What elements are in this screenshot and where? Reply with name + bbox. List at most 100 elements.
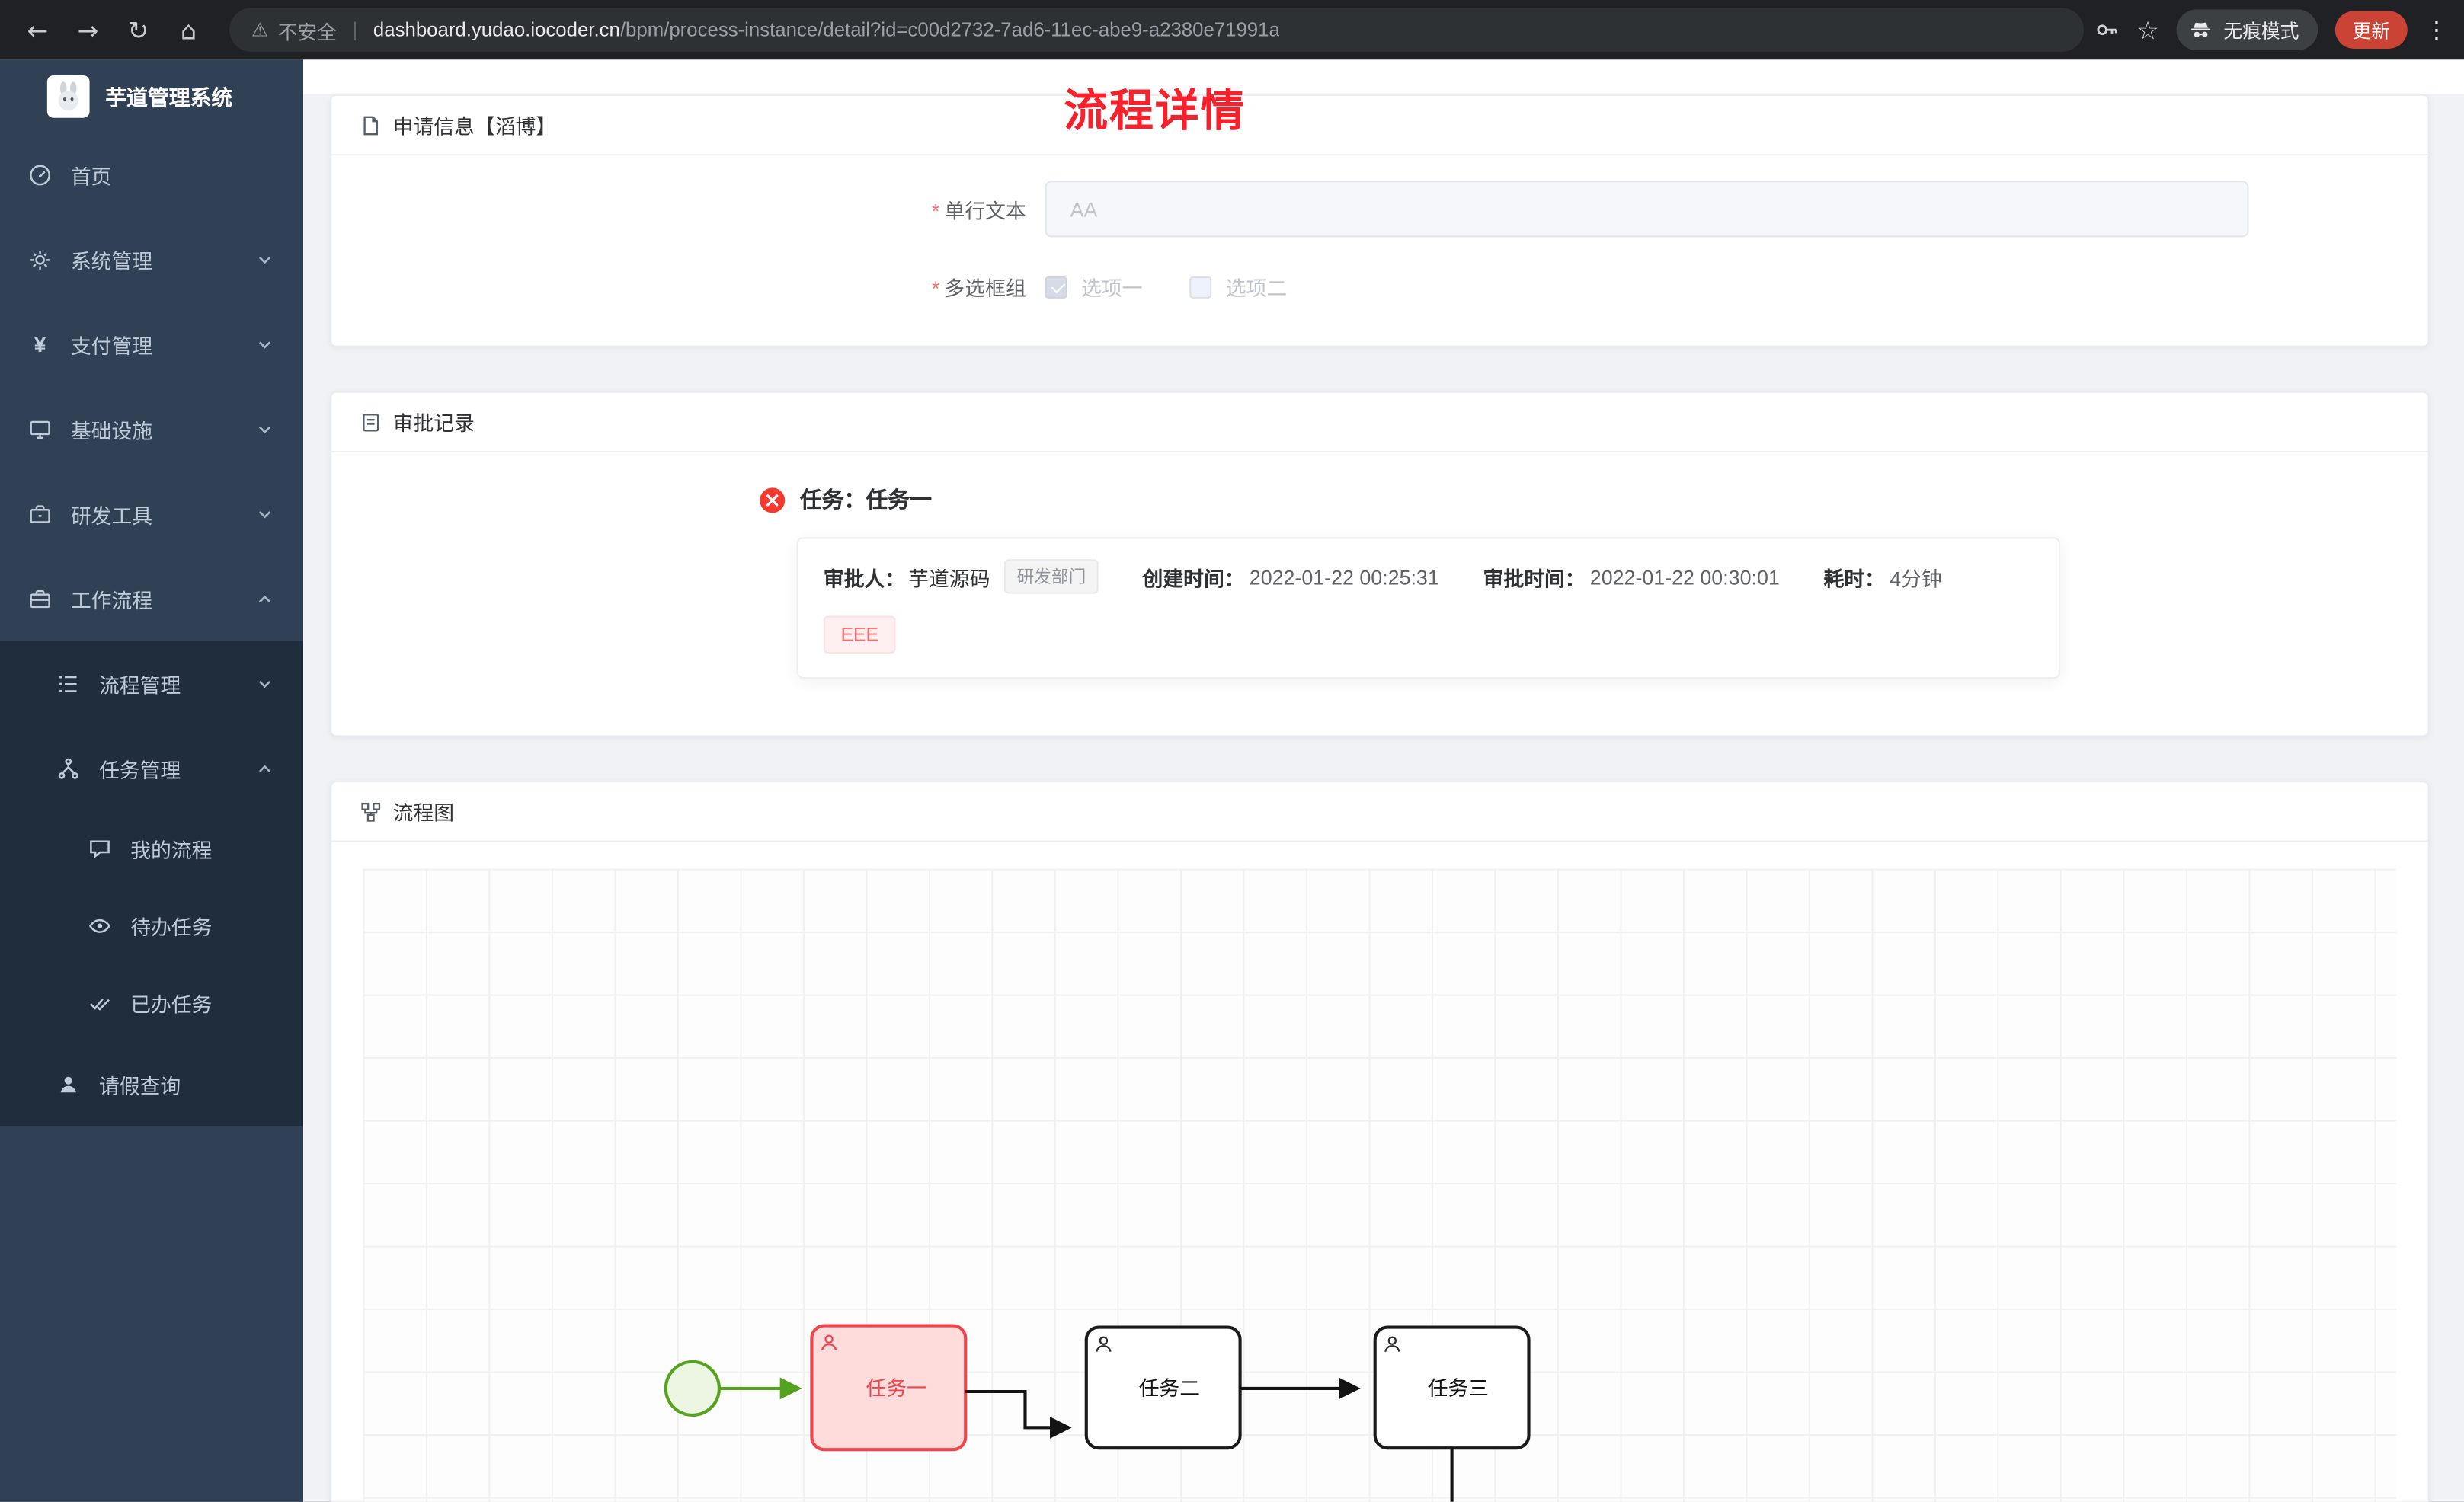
sidebar-item-label: 基础设施: [70, 418, 153, 443]
approver-label: 审批人：: [823, 566, 906, 590]
chevron-down-icon: [256, 335, 274, 353]
sidebar-item-done-tasks[interactable]: 已办任务: [0, 964, 303, 1041]
sidebar-item-label: 支付管理: [70, 334, 153, 358]
approval-meta-row: 审批人： 芋道源码 研发部门 创建时间： 2022-01-22 00:25:31…: [823, 559, 2034, 594]
approval-detail-card: 审批人： 芋道源码 研发部门 创建时间： 2022-01-22 00:25:31…: [796, 537, 2060, 679]
task-head: 任务：任务一: [759, 484, 2427, 515]
sidebar-menu: 首页 系统管理 ¥ 支付管理: [0, 132, 304, 1126]
sidebar-item-dev-tools[interactable]: 研发工具: [0, 471, 303, 556]
checkbox-unchecked-icon: [1189, 275, 1212, 298]
url-domain: dashboard.yudao.iocoder.cn: [373, 18, 620, 41]
sidebar-item-label: 系统管理: [70, 248, 153, 273]
sidebar-item-label: 待办任务: [130, 916, 213, 940]
form-row-text: *单行文本: [837, 181, 2427, 238]
sidebar-item-process-management[interactable]: 流程管理: [0, 641, 303, 726]
back-button[interactable]: ←: [16, 8, 60, 52]
yen-icon: ¥: [34, 331, 46, 357]
bpmn-canvas[interactable]: 任务一 任务二 任务三: [363, 868, 2397, 1502]
bookmark-star-icon[interactable]: ☆: [2136, 14, 2159, 45]
process-diagram-card-header: 流程图: [331, 782, 2428, 842]
process-diagram-card-title: 流程图: [392, 801, 455, 825]
approval-timeline: 任务：任务一 审批人： 芋道源码 研发部门 创建时间： 2022-01-22 0: [331, 452, 2427, 735]
main-content: 流程详情 申请信息【滔博】 *单行文本 *多选框组: [303, 59, 2464, 1502]
sidebar-item-label: 任务管理: [98, 758, 181, 782]
sidebar-item-system[interactable]: 系统管理: [0, 217, 303, 302]
checkbox-checked-icon: [1045, 275, 1067, 298]
approval-record-card: 审批记录 任务：任务一 审批人： 芋道源码: [330, 391, 2430, 737]
not-secure-warning-icon: ⚠: [251, 18, 269, 41]
apply-info-card-header: 申请信息【滔博】: [331, 96, 2428, 156]
gear-icon: [28, 248, 52, 271]
app-logo[interactable]: 芋道管理系统: [0, 59, 303, 132]
sidebar-item-home[interactable]: 首页: [0, 132, 303, 216]
sidebar-item-label: 首页: [70, 164, 112, 188]
incognito-label: 无痕模式: [2223, 19, 2299, 42]
briefcase-icon: [28, 586, 52, 610]
form-row-checkboxes: *多选框组 选项一 选项二: [837, 272, 2427, 302]
reload-icon: ↻: [127, 14, 149, 45]
required-mark: *: [931, 276, 940, 300]
sidebar-item-workflow[interactable]: 工作流程: [0, 556, 303, 641]
checkbox-option-1[interactable]: 选项一: [1045, 272, 1143, 302]
chevron-down-icon: [256, 420, 274, 438]
sidebar-item-infrastructure[interactable]: 基础设施: [0, 386, 303, 471]
checkbox-group: 选项一 选项二: [1045, 272, 1287, 302]
top-strip: [303, 59, 2464, 94]
sidebar-item-my-process[interactable]: 我的流程: [0, 810, 303, 887]
sidebar-item-label: 流程管理: [98, 673, 181, 697]
comment-icon: [88, 837, 112, 861]
created-time: 2022-01-22 00:25:31: [1249, 564, 1439, 589]
sidebar-item-payment[interactable]: ¥ 支付管理: [0, 302, 303, 386]
reason-tag: EEE: [823, 615, 896, 654]
sidebar-item-todo-tasks[interactable]: 待办任务: [0, 887, 303, 964]
list-icon: [56, 672, 80, 695]
sidebar-item-leave-query[interactable]: 请假查询: [0, 1041, 303, 1126]
apply-form: *单行文本 *多选框组 选项一 选项二: [331, 155, 2427, 346]
sidebar-item-label: 已办任务: [130, 992, 213, 1017]
bpmn-diagram: 任务一 任务二 任务三: [664, 1324, 1531, 1502]
sidebar-item-label: 研发工具: [70, 503, 153, 527]
browser-toolbar: ← → ↻ ⌂ ⚠ 不安全 | dashboard.yudao.iocoder.…: [0, 0, 2464, 60]
app-title: 芋道管理系统: [105, 86, 233, 110]
toolbox-icon: [28, 502, 52, 526]
bpmn-start-event: [664, 1360, 721, 1417]
single-line-text-input[interactable]: [1045, 181, 2249, 238]
created-label: 创建时间：: [1142, 566, 1245, 590]
process-diagram-card: 流程图: [330, 781, 2430, 1502]
bpmn-task-label: 任务二: [1139, 1377, 1200, 1400]
bpmn-task-node-1: 任务一: [810, 1324, 968, 1452]
sidebar-item-task-management[interactable]: 任务管理: [0, 726, 303, 810]
forward-icon: →: [77, 14, 99, 45]
checkbox-label: 选项一: [1081, 276, 1143, 300]
department-tag: 研发部门: [1004, 559, 1099, 594]
bpmn-task-label: 任务三: [1428, 1377, 1489, 1400]
chevron-up-icon: [256, 759, 274, 777]
app-logo-avatar: [46, 74, 90, 117]
browser-menu-button[interactable]: ⋮: [2424, 15, 2449, 44]
field-label: *单行文本: [931, 198, 1026, 222]
incognito-badge[interactable]: 无痕模式: [2176, 9, 2318, 50]
checkbox-option-2[interactable]: 选项二: [1189, 272, 1287, 302]
dashboard-icon: [28, 162, 52, 186]
branch-icon: [56, 756, 80, 780]
bpmn-task-node-2: 任务二: [1084, 1325, 1242, 1450]
record-icon: [363, 413, 379, 431]
url-bar[interactable]: ⚠ 不安全 | dashboard.yudao.iocoder.cn/bpm/p…: [229, 8, 2084, 53]
update-button[interactable]: 更新: [2334, 11, 2408, 49]
workflow-submenu: 流程管理 任务管理: [0, 641, 304, 1126]
url-path: /bpm/process-instance/detail?id=c00d2732…: [619, 18, 1280, 41]
sidebar-item-label: 请假查询: [98, 1073, 181, 1098]
bpmn-flow-task1-to-task2: [965, 1389, 1072, 1439]
apply-info-card: 申请信息【滔博】 *单行文本 *多选框组 选项一: [330, 94, 2430, 347]
duration-group: 耗时： 4分钟: [1824, 561, 1942, 591]
forward-button[interactable]: →: [66, 8, 110, 52]
bpmn-task-node-3: 任务三: [1373, 1325, 1531, 1450]
sidebar-item-label: 我的流程: [130, 839, 213, 863]
created-time-group: 创建时间： 2022-01-22 00:25:31: [1143, 561, 1439, 591]
security-label: 不安全: [277, 21, 337, 43]
sidebar-item-label: 工作流程: [70, 588, 153, 612]
password-key-icon[interactable]: [2094, 18, 2120, 43]
reload-button[interactable]: ↻: [117, 8, 161, 52]
home-button[interactable]: ⌂: [167, 8, 211, 52]
